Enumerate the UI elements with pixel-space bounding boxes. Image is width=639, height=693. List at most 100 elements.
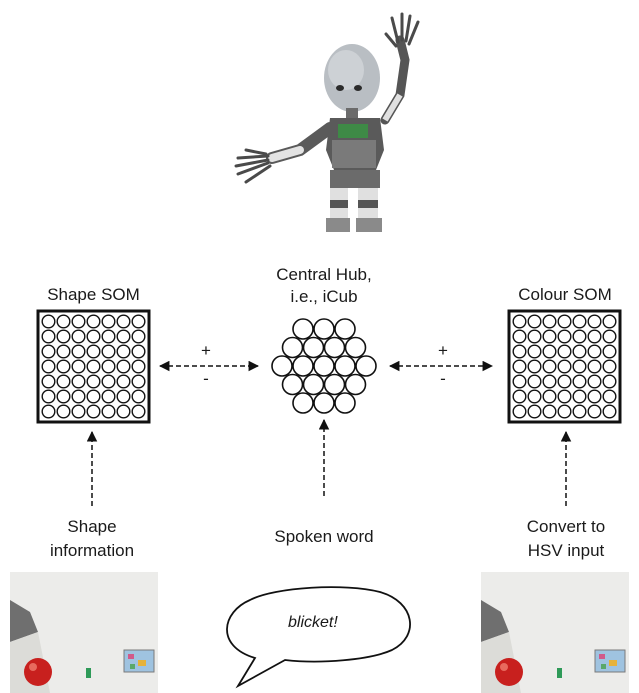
colour-som-node xyxy=(602,314,617,329)
spoken-word-label: Spoken word xyxy=(274,527,374,546)
colour-som-node xyxy=(557,329,572,344)
colour-som-node xyxy=(602,344,617,359)
shape-camera-view xyxy=(10,572,158,693)
colour-som-node xyxy=(602,404,617,419)
shape-som-node xyxy=(41,344,56,359)
shape-som-node xyxy=(86,389,101,404)
hub-node xyxy=(313,355,335,377)
colour-som-node xyxy=(527,329,542,344)
colour-som-node xyxy=(557,344,572,359)
shape-link-minus: - xyxy=(203,369,209,388)
colour-som-node xyxy=(587,389,602,404)
colour-som-node xyxy=(527,344,542,359)
colour-som-node xyxy=(557,314,572,329)
shape-som-node xyxy=(71,344,86,359)
hub-node xyxy=(313,318,335,340)
shape-som-node xyxy=(41,389,56,404)
colour-som-node xyxy=(587,404,602,419)
shape-som-node xyxy=(41,359,56,374)
colour-som-node xyxy=(512,344,527,359)
hub-node xyxy=(292,355,314,377)
speech-bubble xyxy=(226,586,411,689)
shape-som-node xyxy=(116,389,131,404)
colour-som-node xyxy=(542,344,557,359)
shape-som-node xyxy=(86,344,101,359)
shape-som-node xyxy=(86,314,101,329)
colour-som-node xyxy=(572,374,587,389)
colour-som-node xyxy=(572,329,587,344)
colour-camera-view xyxy=(481,572,629,693)
shape-som-grid xyxy=(36,309,151,424)
red-ball xyxy=(24,658,52,686)
shape-som-node xyxy=(131,389,146,404)
colour-som-node xyxy=(587,314,602,329)
shape-som-node xyxy=(131,359,146,374)
shape-som-node xyxy=(71,314,86,329)
shape-som-node xyxy=(86,404,101,419)
shape-som-node xyxy=(86,329,101,344)
colour-link-plus: + xyxy=(438,341,448,360)
shape-som-node xyxy=(86,374,101,389)
shape-som-node xyxy=(116,314,131,329)
hub-node xyxy=(344,336,367,359)
colour-som-title: Colour SOM xyxy=(518,285,612,304)
hub-node xyxy=(313,392,335,414)
shape-som-node xyxy=(56,344,71,359)
shape-som-node xyxy=(71,374,86,389)
shape-som-node xyxy=(41,374,56,389)
colour-som-node xyxy=(542,404,557,419)
shape-som-node xyxy=(56,329,71,344)
shape-som-node xyxy=(101,404,116,419)
shape-som-node xyxy=(101,374,116,389)
colour-som-node xyxy=(527,404,542,419)
colour-som-node xyxy=(572,389,587,404)
colour-som-node xyxy=(557,359,572,374)
shape-som-node xyxy=(41,404,56,419)
shape-input-line2: information xyxy=(49,541,135,560)
colour-som-node xyxy=(512,374,527,389)
shape-som-node xyxy=(131,374,146,389)
shape-som-node xyxy=(41,329,56,344)
shape-som-node xyxy=(101,329,116,344)
colour-input-line2: HSV input xyxy=(527,541,605,560)
colour-som-node xyxy=(542,314,557,329)
hub-node xyxy=(292,392,314,414)
colour-som-node xyxy=(512,329,527,344)
colour-input-line1: Convert to xyxy=(526,517,606,536)
colour-som-node xyxy=(527,389,542,404)
colour-som-node xyxy=(527,359,542,374)
hub-node xyxy=(302,336,325,359)
hub-node xyxy=(292,318,314,340)
shape-som-node xyxy=(71,329,86,344)
hub-node xyxy=(334,355,356,377)
colour-som-node xyxy=(512,359,527,374)
hub-node xyxy=(323,336,346,359)
colour-som-node xyxy=(572,344,587,359)
hub-node xyxy=(271,355,293,377)
shape-som-node xyxy=(131,404,146,419)
shape-som-node xyxy=(71,404,86,419)
hub-node xyxy=(355,355,377,377)
hub-node xyxy=(281,373,304,396)
hub-node xyxy=(323,373,346,396)
shape-som-node xyxy=(101,359,116,374)
shape-som-node xyxy=(101,344,116,359)
hub-title-line2: i.e., iCub xyxy=(290,287,358,306)
shape-som-node xyxy=(86,359,101,374)
colour-som-node xyxy=(527,314,542,329)
shape-som-node xyxy=(56,314,71,329)
hub-node xyxy=(344,373,367,396)
shape-som-node xyxy=(56,374,71,389)
shape-som-node xyxy=(131,329,146,344)
colour-som-node xyxy=(572,314,587,329)
colour-som-node xyxy=(557,374,572,389)
shape-som-node xyxy=(116,404,131,419)
shape-som-node xyxy=(56,404,71,419)
hub-title-line1: Central Hub, xyxy=(276,265,372,284)
colour-som-node xyxy=(572,404,587,419)
colour-som-grid xyxy=(507,309,622,424)
hub-node xyxy=(334,392,356,414)
shape-som-node xyxy=(41,314,56,329)
shape-som-node xyxy=(101,314,116,329)
